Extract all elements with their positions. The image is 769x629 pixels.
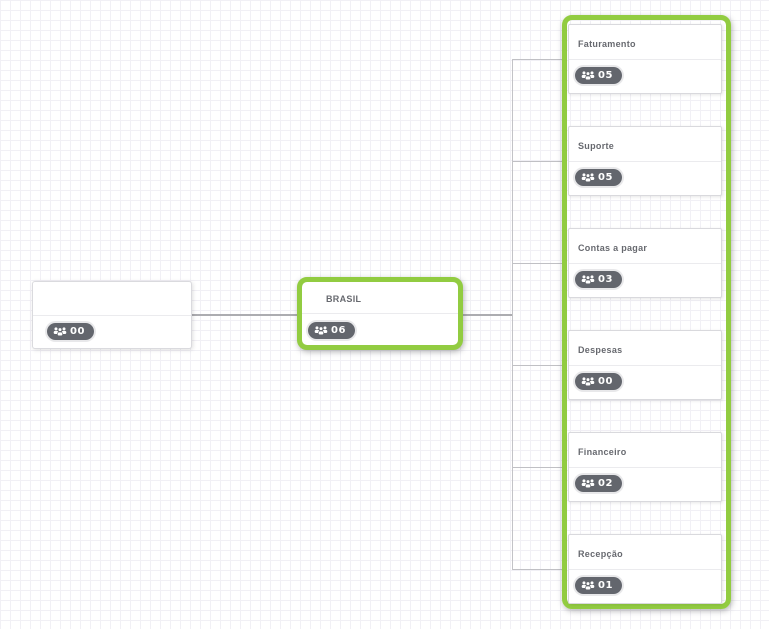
member-count: 03 — [598, 274, 613, 285]
users-icon — [581, 581, 595, 591]
member-count-badge[interactable]: 00 — [47, 323, 94, 340]
node-divider — [302, 313, 458, 314]
node-title: Recepção — [578, 549, 623, 559]
node-recepcao[interactable]: Recepção 01 — [568, 534, 722, 604]
member-count-badge[interactable]: 06 — [308, 322, 355, 339]
node-title: Financeiro — [578, 447, 627, 457]
users-icon — [581, 275, 595, 285]
member-count: 06 — [331, 325, 346, 336]
node-faturamento[interactable]: Faturamento 05 — [568, 24, 722, 94]
node-divider — [569, 569, 721, 570]
node-financeiro[interactable]: Financeiro 02 — [568, 432, 722, 502]
users-icon — [314, 326, 328, 336]
users-icon — [581, 71, 595, 81]
connector-branch-2 — [513, 161, 562, 162]
member-count: 05 — [598, 70, 613, 81]
member-count: 00 — [70, 326, 85, 337]
connector-branch-1 — [513, 59, 562, 60]
connector-trunk — [512, 59, 513, 570]
member-count-badge[interactable]: 05 — [575, 169, 622, 186]
users-icon — [581, 377, 595, 387]
connector-parent-to-trunk — [462, 314, 512, 316]
users-icon — [581, 173, 595, 183]
connector-branch-5 — [513, 467, 562, 468]
member-count-badge[interactable]: 01 — [575, 577, 622, 594]
node-root[interactable]: 00 — [32, 281, 192, 349]
children-group-highlight — [562, 15, 731, 609]
node-divider — [33, 315, 191, 316]
connector-branch-6 — [513, 569, 562, 570]
node-title: Contas a pagar — [578, 243, 648, 253]
node-divider — [569, 467, 721, 468]
node-title: BRASIL — [326, 294, 362, 304]
node-divider — [569, 59, 721, 60]
node-divider — [569, 161, 721, 162]
connector-branch-3 — [513, 263, 562, 264]
users-icon — [53, 327, 67, 337]
node-title: Faturamento — [578, 39, 636, 49]
member-count-badge[interactable]: 03 — [575, 271, 622, 288]
node-divider — [569, 365, 721, 366]
member-count-badge[interactable]: 00 — [575, 373, 622, 390]
member-count-badge[interactable]: 05 — [575, 67, 622, 84]
node-despesas[interactable]: Despesas 00 — [568, 330, 722, 400]
node-divider — [569, 263, 721, 264]
connector-branch-4 — [513, 365, 562, 366]
node-title — [33, 282, 191, 315]
member-count: 05 — [598, 172, 613, 183]
node-title: Despesas — [578, 345, 623, 355]
node-contas-a-pagar[interactable]: Contas a pagar 03 — [568, 228, 722, 298]
users-icon — [581, 479, 595, 489]
member-count: 01 — [598, 580, 613, 591]
node-title: Suporte — [578, 141, 615, 151]
node-suporte[interactable]: Suporte 05 — [568, 126, 722, 196]
member-count: 00 — [598, 376, 613, 387]
member-count: 02 — [598, 478, 613, 489]
connector-root-to-parent — [192, 314, 297, 316]
node-brasil[interactable]: BRASIL 06 — [297, 277, 463, 350]
member-count-badge[interactable]: 02 — [575, 475, 622, 492]
